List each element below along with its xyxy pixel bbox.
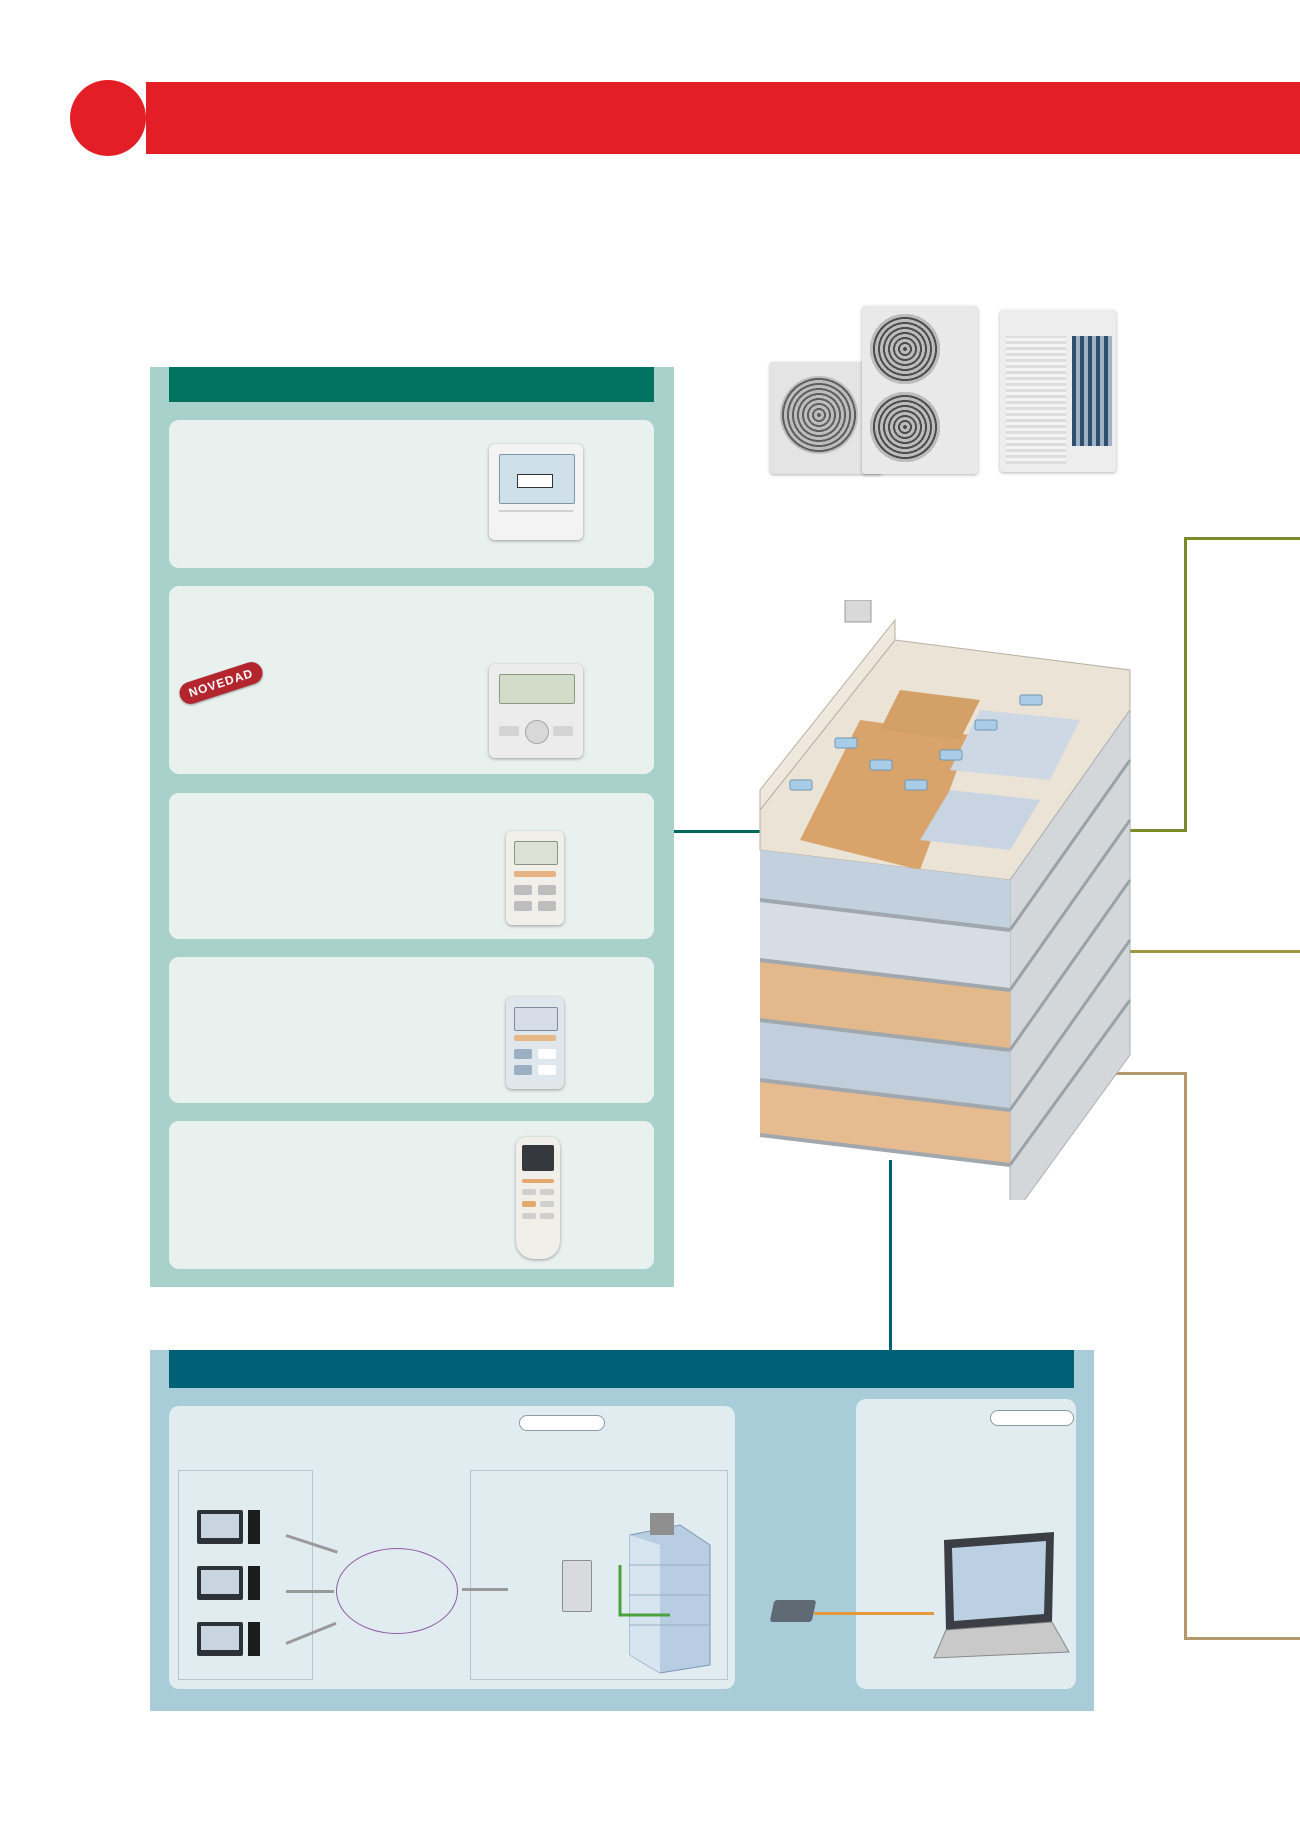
double-arrow-icon — [286, 1590, 334, 1593]
laptop-icon — [933, 1532, 1070, 1659]
fan-grille-icon — [870, 392, 940, 462]
computer-tower-icon — [248, 1510, 260, 1544]
building-cutaway-illustration — [759, 600, 1132, 1200]
wired-remote-controller[interactable] — [506, 831, 564, 925]
controllers-panel-title — [169, 367, 654, 402]
connector-tan-bottom — [1184, 1637, 1300, 1640]
computer-tower-icon — [248, 1622, 260, 1656]
connector-tan-vertical — [1184, 1072, 1187, 1640]
connector-olive-top-horizontal — [1184, 537, 1300, 540]
network-label-pill — [519, 1415, 605, 1431]
connector-olive-top-vertical — [1184, 537, 1187, 832]
controller-card-3 — [169, 793, 654, 939]
local-label-pill — [990, 1410, 1074, 1426]
fan-grille-icon — [780, 376, 858, 454]
adapter-cable — [814, 1612, 934, 1615]
controller-card-2 — [169, 586, 654, 774]
client-computer-icon — [197, 1622, 243, 1656]
controller-card-4 — [169, 957, 654, 1103]
connector-olive-top-to-building — [1116, 829, 1187, 832]
fan-grille-icon — [870, 314, 940, 384]
double-arrow-icon — [462, 1588, 508, 1591]
client-computers-box — [178, 1470, 313, 1680]
connector-building-to-bms — [889, 1160, 892, 1352]
server-icon — [562, 1560, 592, 1612]
computer-tower-icon — [248, 1566, 260, 1600]
bms-panel-title — [169, 1350, 1074, 1388]
interface-adapter-icon — [769, 1600, 817, 1622]
building-site-box — [470, 1470, 728, 1680]
controller-card-5 — [169, 1121, 654, 1269]
simple-wired-controller-new[interactable] — [489, 664, 583, 758]
touch-panel-controller[interactable] — [489, 444, 583, 540]
connector-controllers-to-building — [674, 830, 764, 833]
direction-pad-icon — [525, 720, 549, 744]
controller-card-1 — [169, 420, 654, 568]
outdoor-unit-double-fan — [862, 306, 978, 474]
office-tower-icon — [618, 1513, 711, 1674]
title-band — [146, 82, 1300, 154]
wired-remote-controller-compact[interactable] — [506, 997, 564, 1089]
outdoor-unit-vrf — [1000, 310, 1116, 472]
wireless-remote-controller[interactable] — [516, 1137, 560, 1259]
connector-olive-middle — [1090, 950, 1300, 953]
client-computer-icon — [197, 1566, 243, 1600]
client-computer-icon — [197, 1510, 243, 1544]
section-number-circle — [70, 80, 146, 156]
internet-network-ellipse — [336, 1548, 458, 1634]
